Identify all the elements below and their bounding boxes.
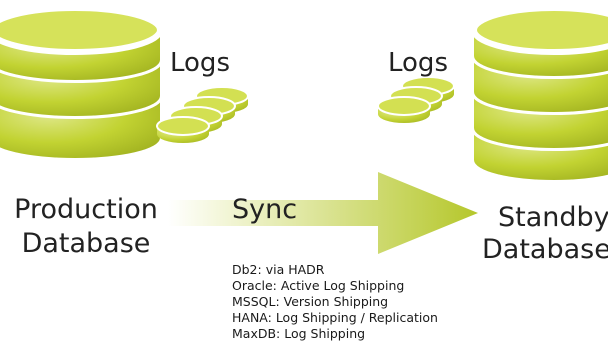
standby-database-icon [471,5,608,180]
production-database-label-line1: Production [14,194,158,225]
replication-method-item: HANA: Log Shipping / Replication [232,310,438,325]
replication-method-item: Db2: via HADR [232,262,325,277]
production-database-label-line2: Database [21,228,151,259]
replication-method-item: MSSQL: Version Shipping [232,294,389,309]
standby-logs-label: Logs [388,48,448,78]
replication-methods-list: Db2: via HADR Oracle: Active Log Shippin… [232,262,438,342]
standby-logs-icon [377,76,455,123]
replication-method-item: MaxDB: Log Shipping [232,326,366,341]
production-database-icon [0,5,163,158]
standby-database-label-line1: Standby [498,202,608,233]
production-logs-label: Logs [170,48,230,78]
sync-label: Sync [232,194,298,225]
sync-arrow-icon [168,172,478,254]
replication-method-item: Oracle: Active Log Shipping [232,278,405,293]
production-logs-icon [156,86,249,143]
standby-database-label-line2: Database [482,236,608,263]
